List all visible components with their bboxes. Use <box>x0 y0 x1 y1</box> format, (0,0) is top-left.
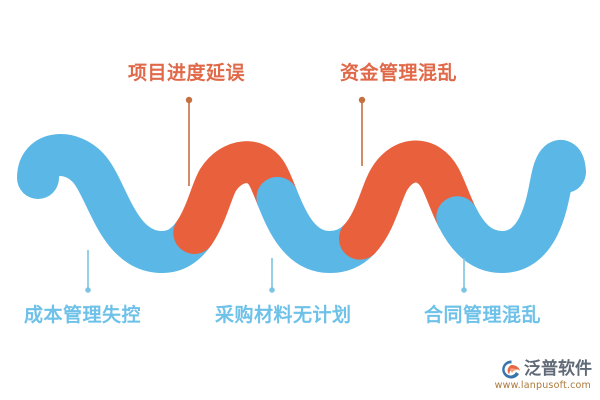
connector-group <box>85 96 467 293</box>
brand-name: 泛普软件 <box>524 358 592 379</box>
connector-dot <box>269 287 275 293</box>
connector-dot <box>85 287 91 293</box>
brand-url: www.lanpusoft.com <box>494 380 591 391</box>
brand-row: 泛普软件 <box>488 358 592 380</box>
label-cost-out-of-control: 成本管理失控 <box>24 304 142 326</box>
label-fund-chaos: 资金管理混乱 <box>340 62 458 84</box>
label-no-material-plan: 采购材料无计划 <box>215 304 352 326</box>
wave-segment <box>17 134 586 273</box>
brand-watermark: 泛普软件 www.lanpusoft.com <box>488 358 592 394</box>
wave-segment <box>17 134 586 273</box>
connector-dot <box>461 287 467 293</box>
label-schedule-delay: 项目进度延误 <box>128 62 246 84</box>
wave-segment <box>17 134 586 273</box>
connector-dot <box>358 96 366 104</box>
connector-dot <box>185 96 193 104</box>
wave-path-group <box>17 134 586 273</box>
label-contract-chaos: 合同管理混乱 <box>424 304 542 326</box>
lanpu-logo-icon <box>502 359 520 378</box>
